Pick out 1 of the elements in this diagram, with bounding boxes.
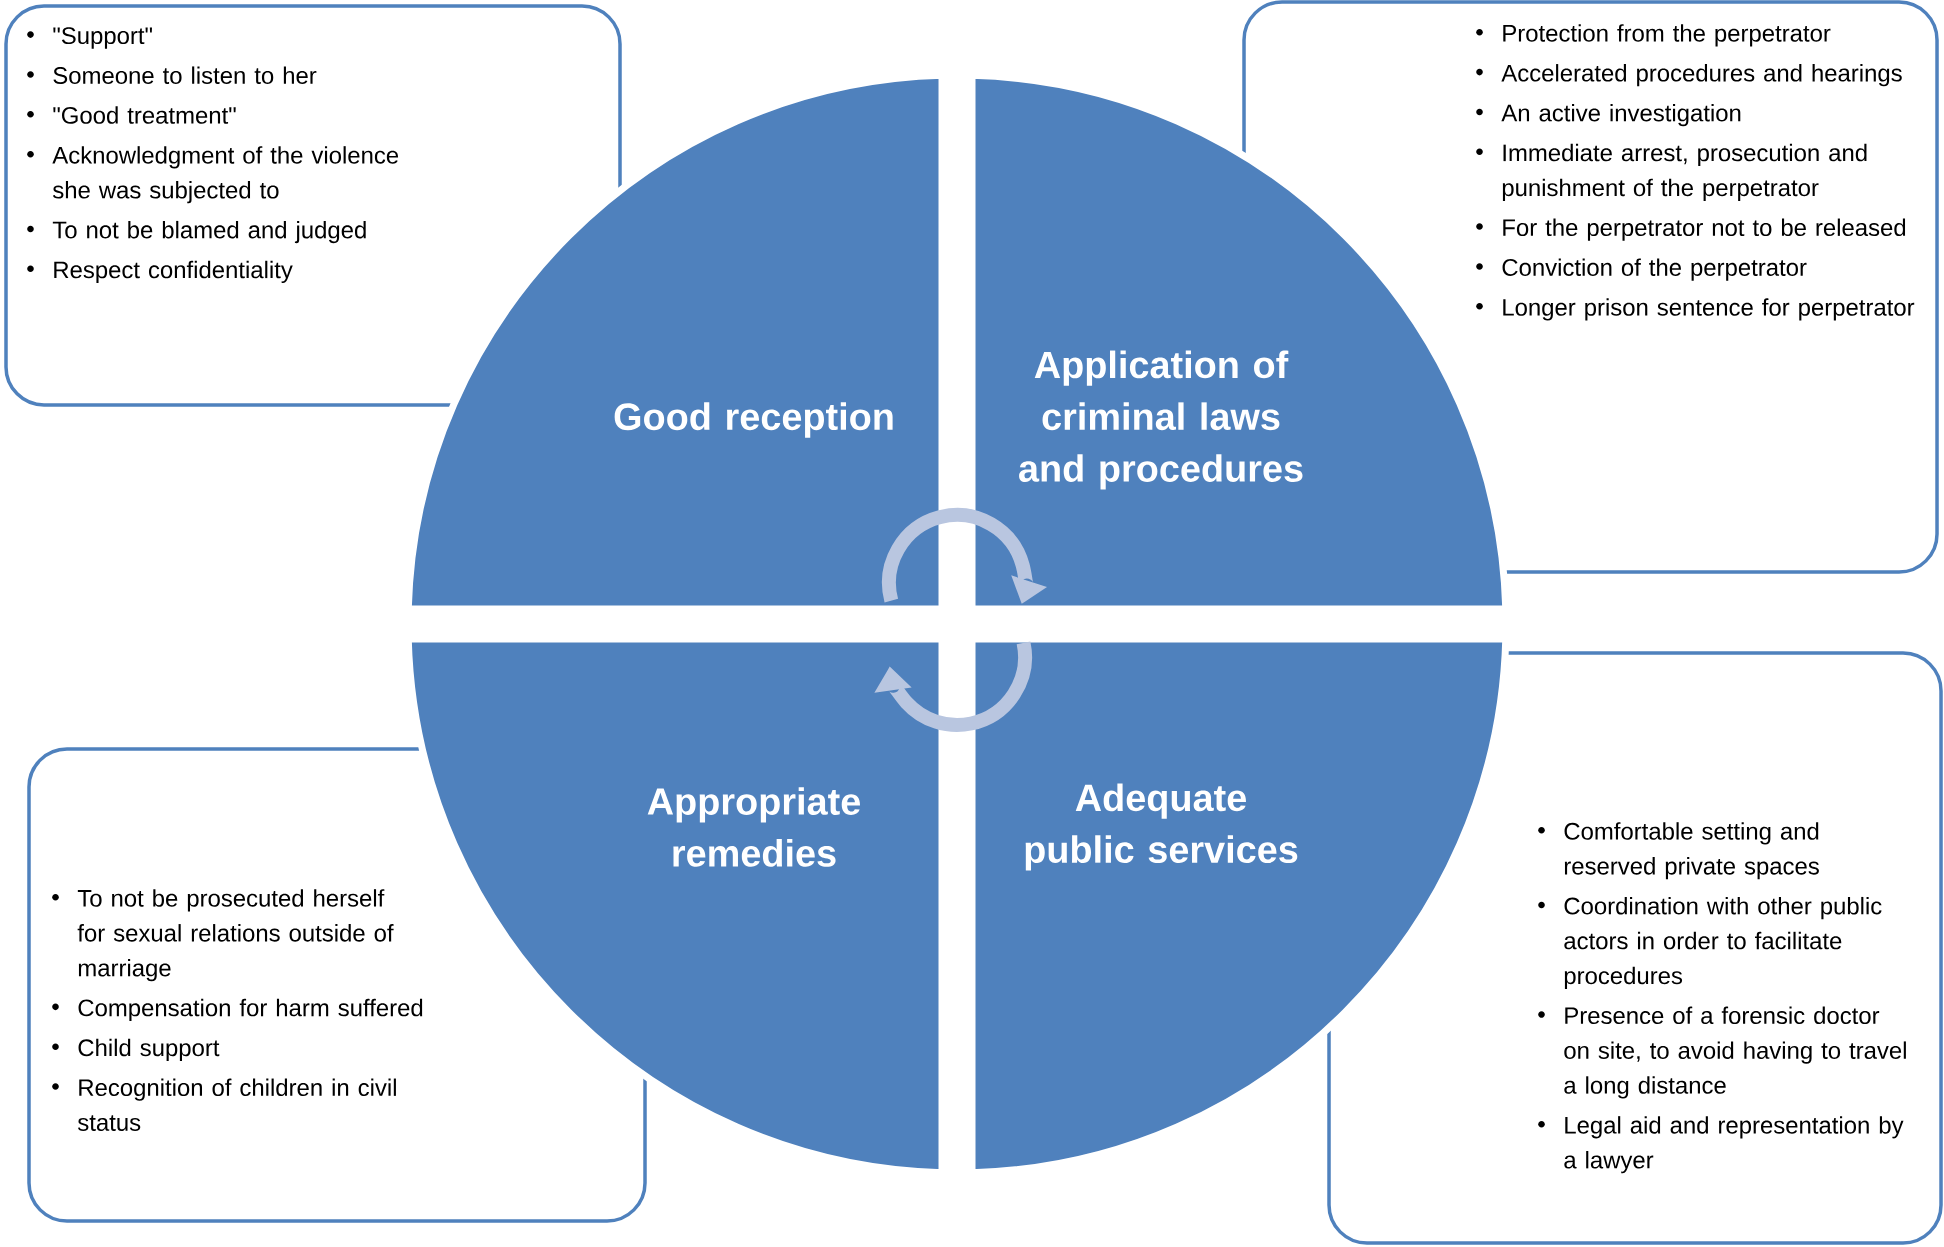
cycle-arrow	[874, 641, 1032, 732]
